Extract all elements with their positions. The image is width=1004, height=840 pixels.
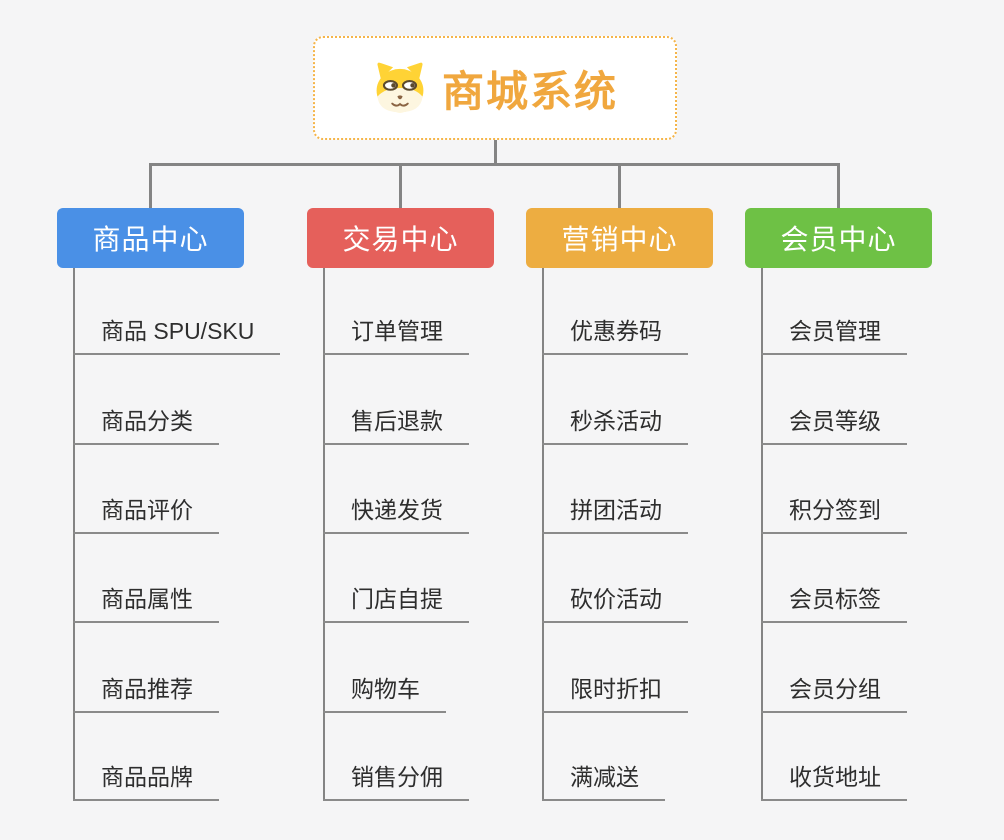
child-node[interactable]: 商品 SPU/SKU	[73, 316, 281, 355]
branch-drop-line	[149, 163, 152, 208]
branch-trunk-line	[323, 268, 325, 801]
branch-node[interactable]: 商品中心	[57, 208, 244, 268]
branch-trunk-line	[761, 268, 763, 801]
child-node[interactable]: 销售分佣	[323, 762, 469, 801]
branch-drop-line	[618, 163, 621, 208]
root-node[interactable]: 商城系统	[313, 36, 677, 140]
child-node[interactable]: 会员等级	[761, 406, 907, 445]
child-node[interactable]: 收货地址	[761, 762, 907, 801]
branch-trunk-line	[73, 268, 75, 801]
child-node[interactable]: 门店自提	[323, 584, 469, 623]
child-node[interactable]: 商品评价	[73, 495, 219, 534]
branch-label: 交易中心	[342, 224, 459, 255]
branch-trunk-line	[542, 268, 544, 801]
child-node[interactable]: 订单管理	[323, 316, 469, 355]
child-node[interactable]: 售后退款	[323, 406, 469, 445]
child-node[interactable]: 优惠券码	[542, 316, 688, 355]
branch-drop-line	[837, 163, 840, 208]
branch-label: 商品中心	[92, 224, 209, 255]
child-node[interactable]: 商品属性	[73, 584, 219, 623]
child-node[interactable]: 满减送	[542, 762, 665, 801]
root-stem-line	[493, 140, 497, 164]
child-node[interactable]: 会员管理	[761, 316, 907, 355]
child-node[interactable]: 会员标签	[761, 584, 907, 623]
branch-node[interactable]: 会员中心	[745, 208, 932, 268]
branch-node[interactable]: 营销中心	[526, 208, 713, 268]
child-node[interactable]: 积分签到	[761, 495, 907, 534]
child-node[interactable]: 快递发货	[323, 495, 469, 534]
child-node[interactable]: 商品品牌	[73, 762, 219, 801]
child-node[interactable]: 限时折扣	[542, 674, 688, 713]
branch-label: 会员中心	[780, 224, 897, 255]
branch-drop-line	[399, 163, 402, 208]
child-node[interactable]: 商品分类	[73, 406, 219, 445]
child-node[interactable]: 会员分组	[761, 674, 907, 713]
root-title: 商城系统	[441, 67, 618, 115]
child-node[interactable]: 购物车	[323, 674, 446, 713]
dog-face-icon	[372, 62, 428, 114]
child-node[interactable]: 砍价活动	[542, 584, 688, 623]
child-node[interactable]: 拼团活动	[542, 495, 688, 534]
branch-bus-line	[149, 163, 839, 166]
child-node[interactable]: 商品推荐	[73, 674, 219, 713]
branch-node[interactable]: 交易中心	[307, 208, 494, 268]
child-node[interactable]: 秒杀活动	[542, 406, 688, 445]
branch-label: 营销中心	[561, 224, 678, 255]
